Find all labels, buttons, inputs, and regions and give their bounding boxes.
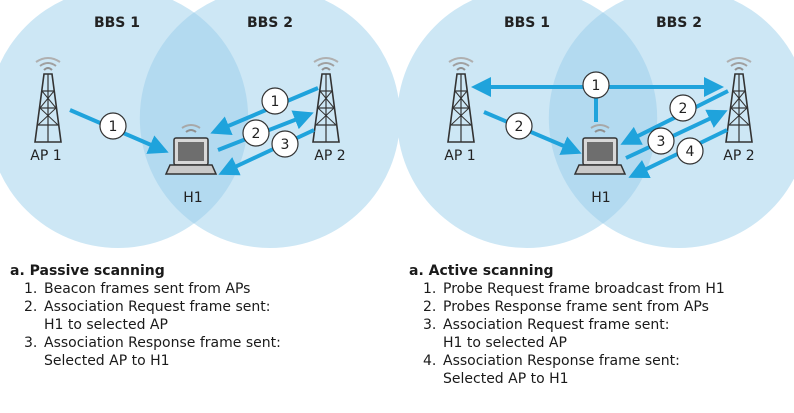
legend-item-number: 2. <box>423 299 437 315</box>
bbs2-label: BBS 2 <box>656 15 702 31</box>
association-response-arrow <box>218 128 315 176</box>
legend-item: 1. Probe Request frame broadcast from H1 <box>409 280 789 298</box>
svg-text:2: 2 <box>679 101 688 117</box>
legend-item: 2. Association Request frame sent: H1 to… <box>10 298 370 334</box>
bbs1-label: BBS 1 <box>94 15 140 31</box>
step-marker-4: 4 <box>676 137 704 165</box>
ap1-label: AP 1 <box>30 148 61 164</box>
legend-item-number: 3. <box>24 335 38 351</box>
h1-label: H1 <box>591 190 610 206</box>
step-marker-2-ap2: 2 <box>669 94 697 122</box>
ap2-label: AP 2 <box>314 148 345 164</box>
association-request-arrow <box>625 109 728 160</box>
legend-item-number: 4. <box>423 353 437 369</box>
legend-item: 3. Association Request frame sent: H1 to… <box>409 316 789 352</box>
legend-item-text: Probe Request frame broadcast from H1 <box>443 281 725 297</box>
legend-item-number: 1. <box>24 281 38 297</box>
svg-text:2: 2 <box>515 119 524 135</box>
svg-text:2: 2 <box>252 126 261 142</box>
passive-scanning-legend: a. Passive scanning 1. Beacon frames sen… <box>10 262 370 370</box>
legend-item: 2. Probes Response frame sent from APs <box>409 298 789 316</box>
bbs2-label: BBS 2 <box>247 15 293 31</box>
step-marker-1: 1 <box>582 71 610 99</box>
svg-text:1: 1 <box>271 94 280 110</box>
legend-item-text: Association Request frame sent: H1 to se… <box>44 299 271 333</box>
step-marker-2: 2 <box>242 119 270 147</box>
active-scanning-legend: a. Active scanning 1. Probe Request fram… <box>409 262 789 388</box>
svg-text:3: 3 <box>657 134 666 150</box>
legend-title: a. Active scanning <box>409 263 554 279</box>
legend-title: a. Passive scanning <box>10 263 165 279</box>
step-marker-2-ap1: 2 <box>505 112 533 140</box>
legend-item-number: 3. <box>423 317 437 333</box>
svg-text:4: 4 <box>686 144 695 160</box>
legend-item-text: Association Request frame sent: H1 to se… <box>443 317 670 351</box>
svg-text:3: 3 <box>281 137 290 153</box>
legend-item-text: Probes Response frame sent from APs <box>443 299 709 315</box>
step-marker-3: 3 <box>647 127 675 155</box>
step-marker-1-ap1: 1 <box>99 112 127 140</box>
svg-text:1: 1 <box>592 78 601 94</box>
bbs1-label: BBS 1 <box>504 15 550 31</box>
ap2-label: AP 2 <box>723 148 754 164</box>
h1-label: H1 <box>183 190 202 206</box>
ap1-label: AP 1 <box>444 148 475 164</box>
legend-item-number: 2. <box>24 299 38 315</box>
legend-item-text: Association Response frame sent: Selecte… <box>44 335 281 369</box>
legend-item-number: 1. <box>423 281 437 297</box>
active-scanning-panel: BBS 1 BBS 2 AP 1 AP 2 H1 1 2 2 3 <box>397 0 794 248</box>
legend-item-text: Association Response frame sent: Selecte… <box>443 353 680 387</box>
legend-item-text: Beacon frames sent from APs <box>44 281 251 297</box>
step-marker-3: 3 <box>271 130 299 158</box>
legend-item: 3. Association Response frame sent: Sele… <box>10 334 370 370</box>
step-marker-1-ap2: 1 <box>261 87 289 115</box>
legend-item: 4. Association Response frame sent: Sele… <box>409 352 789 388</box>
legend-item: 1. Beacon frames sent from APs <box>10 280 370 298</box>
passive-scanning-panel: BBS 1 BBS 2 AP 1 AP 2 H1 1 1 2 3 <box>0 0 400 248</box>
svg-text:1: 1 <box>109 119 118 135</box>
